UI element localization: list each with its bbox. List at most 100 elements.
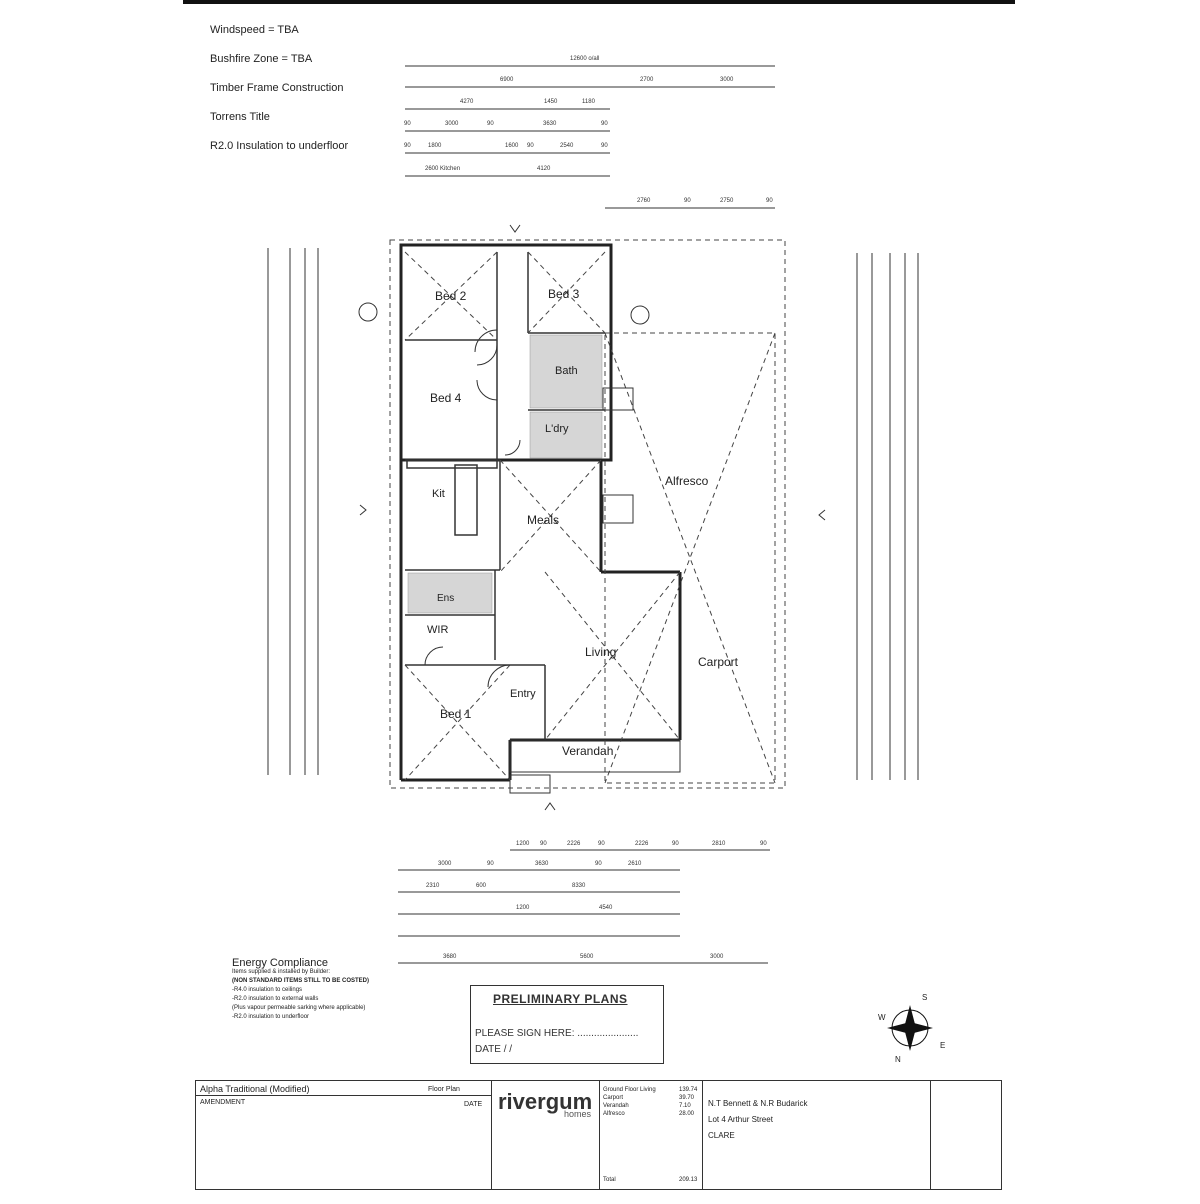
design-name: Alpha Traditional (Modified) bbox=[200, 1084, 310, 1094]
dim-bottom: 3680 bbox=[443, 954, 457, 960]
room-alfresco: Alfresco bbox=[665, 474, 709, 488]
preliminary-plans-stamp: PRELIMINARY PLANS PLEASE SIGN HERE: ....… bbox=[470, 985, 664, 1064]
prelim-sign: PLEASE SIGN HERE: ...................... bbox=[475, 1028, 639, 1039]
dim-top: 90 bbox=[527, 143, 534, 149]
room-living: Living bbox=[585, 645, 616, 659]
note-title: Torrens Title bbox=[210, 111, 270, 123]
dim-top: 90 bbox=[404, 143, 411, 149]
dim-bottom: 1200 bbox=[516, 841, 530, 847]
prelim-title: PRELIMINARY PLANS bbox=[493, 992, 628, 1006]
energy-item: (Plus vapour permeable sarking where app… bbox=[232, 1005, 366, 1011]
site-notes: Windspeed = TBA Bushfire Zone = TBA Timb… bbox=[210, 22, 348, 167]
room-bed1: Bed 1 bbox=[440, 707, 472, 721]
dim-bottom: 3000 bbox=[438, 861, 452, 867]
rivergum-logo: rivergum bbox=[498, 1089, 593, 1114]
room-carport: Carport bbox=[698, 655, 739, 669]
dim-bottom: 2310 bbox=[426, 883, 440, 889]
dim-top: 2760 bbox=[637, 198, 651, 204]
dim-bottom: 90 bbox=[598, 841, 605, 847]
energy-compliance: Energy Compliance Items supplied & insta… bbox=[232, 958, 369, 1022]
title-block: Alpha Traditional (Modified) Floor Plan … bbox=[195, 1080, 1002, 1190]
dim-bottom: 90 bbox=[540, 841, 547, 847]
north-arrow-icon bbox=[887, 1005, 933, 1051]
dim-bottom: 3630 bbox=[535, 861, 549, 867]
dim-bottom: 4540 bbox=[599, 905, 613, 911]
dim-top: 90 bbox=[487, 121, 494, 127]
compass-w: W bbox=[878, 1013, 886, 1022]
dim-overall: 12600 o/all bbox=[570, 56, 599, 62]
dim-top: 90 bbox=[684, 198, 691, 204]
room-bath: Bath bbox=[555, 365, 578, 377]
dim-top: 1450 bbox=[544, 99, 558, 105]
dim-bottom: 8330 bbox=[572, 883, 586, 889]
energy-item: -R2.0 insulation to underfloor bbox=[232, 1014, 310, 1020]
area-label: Ground Floor Living bbox=[603, 1087, 656, 1093]
area-total-label: Total bbox=[603, 1177, 616, 1183]
room-laundry: L'dry bbox=[545, 423, 569, 435]
energy-line: Items supplied & installed by Builder: bbox=[232, 969, 331, 975]
note-windspeed: Windspeed = TBA bbox=[210, 24, 299, 36]
note-bushfire: Bushfire Zone = TBA bbox=[210, 53, 313, 65]
area-total: 209.13 bbox=[679, 1177, 698, 1183]
dim-bottom: 600 bbox=[476, 883, 487, 889]
room-verandah: Verandah bbox=[562, 744, 613, 758]
area-label: Verandah bbox=[603, 1103, 629, 1109]
dim-top: 3000 bbox=[720, 77, 734, 83]
room-ensuite: Ens bbox=[437, 593, 454, 604]
dim-top: 90 bbox=[766, 198, 773, 204]
town: CLARE bbox=[708, 1131, 735, 1140]
amendment-label: AMENDMENT bbox=[200, 1099, 246, 1106]
lot-address: Lot 4 Arthur Street bbox=[708, 1115, 773, 1124]
area-value: 139.74 bbox=[679, 1087, 698, 1093]
room-entry: Entry bbox=[510, 688, 536, 700]
prelim-date: DATE / / bbox=[475, 1044, 513, 1055]
dim-top: 2540 bbox=[560, 143, 574, 149]
client-name: N.T Bennett & N.R Budarick bbox=[708, 1099, 808, 1108]
area-value: 39.70 bbox=[679, 1095, 695, 1101]
date-label: DATE bbox=[464, 1101, 483, 1108]
dim-top: 1600 bbox=[505, 143, 519, 149]
dim-top: 90 bbox=[601, 143, 608, 149]
room-meals: Meals bbox=[527, 513, 559, 527]
compass-s: S bbox=[922, 993, 927, 1002]
area-value: 28.00 bbox=[679, 1111, 695, 1117]
area-label: Alfresco bbox=[603, 1111, 625, 1117]
dim-top: 90 bbox=[601, 121, 608, 127]
dim-bottom: 90 bbox=[595, 861, 602, 867]
dim-top: 2700 bbox=[640, 77, 654, 83]
room-bed2: Bed 2 bbox=[435, 289, 467, 303]
drawing-sheet bbox=[183, 0, 1015, 1204]
room-bed4: Bed 4 bbox=[430, 391, 462, 405]
energy-item: -R4.0 insulation to ceilings bbox=[232, 987, 303, 993]
dim-top: 1180 bbox=[582, 99, 596, 105]
dim-top: 2600 Kitchen bbox=[425, 166, 460, 172]
dim-top: 4120 bbox=[537, 166, 551, 172]
dim-bottom: 2226 bbox=[635, 841, 649, 847]
dim-bottom: 1200 bbox=[516, 905, 530, 911]
dim-top: 90 bbox=[404, 121, 411, 127]
energy-note: (NON STANDARD ITEMS STILL TO BE COSTED) bbox=[232, 978, 370, 984]
energy-heading: Energy Compliance bbox=[232, 957, 328, 969]
dim-bottom: 2226 bbox=[567, 841, 581, 847]
note-insulation: R2.0 Insulation to underfloor bbox=[210, 140, 349, 152]
energy-item: -R2.0 insulation to external walls bbox=[232, 996, 319, 1002]
dim-bottom: 5600 bbox=[580, 954, 594, 960]
compass-n: N bbox=[895, 1055, 901, 1064]
dim-bottom: 90 bbox=[487, 861, 494, 867]
note-construction: Timber Frame Construction bbox=[210, 82, 344, 94]
dim-top: 1800 bbox=[428, 143, 442, 149]
rivergum-logo-sub: homes bbox=[564, 1109, 592, 1119]
area-value: 7.10 bbox=[679, 1103, 691, 1109]
room-kitchen: Kit bbox=[432, 488, 445, 500]
dim-top: 3000 bbox=[445, 121, 459, 127]
dim-top: 3630 bbox=[543, 121, 557, 127]
dim-bottom: 90 bbox=[760, 841, 767, 847]
dim-bottom: 2810 bbox=[712, 841, 726, 847]
area-label: Carport bbox=[603, 1095, 624, 1101]
dim-top: 4270 bbox=[460, 99, 474, 105]
dim-bottom: 90 bbox=[672, 841, 679, 847]
room-wir: WIR bbox=[427, 624, 448, 636]
dim-bottom: 3000 bbox=[710, 954, 724, 960]
dim-top: 2750 bbox=[720, 198, 734, 204]
